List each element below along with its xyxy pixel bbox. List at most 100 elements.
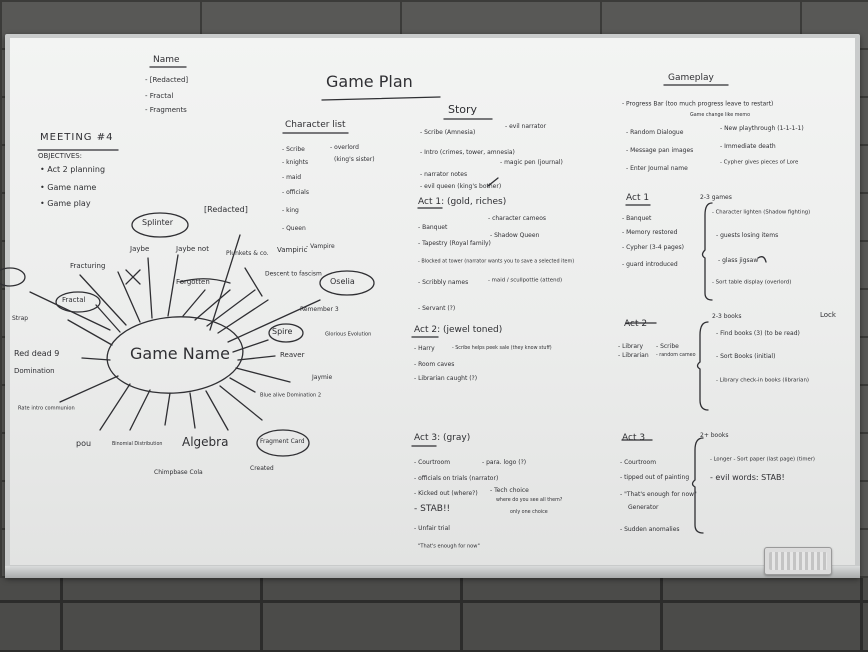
mindmap-node: Reaver [280, 351, 305, 359]
gameplay-act2-item: - Scribe [656, 343, 679, 350]
mindmap-node: Splinter [142, 218, 174, 227]
mindmap-node: Blue alive Domination 2 [260, 392, 322, 399]
mindmap-node: pou [76, 439, 92, 448]
objective-item: • Game play [40, 199, 91, 208]
mindmap-node: Binomial Distribution [112, 441, 163, 447]
objective-item: • Act 2 planning [40, 165, 106, 174]
story-act3-item: where do you see all them? [496, 497, 563, 503]
character-item: - Vampire [306, 243, 335, 250]
mindmap-node: Jaybe [130, 245, 150, 253]
meeting-heading: MEETING #4 [40, 132, 114, 143]
gameplay-act2-item: - Library [618, 343, 644, 350]
gameplay-act3-item: Generator [628, 504, 659, 511]
marker-tray [5, 566, 860, 578]
mindmap-node: Algebra [182, 435, 229, 449]
character-item: - knights [282, 159, 309, 166]
gameplay-act2-game: - Sort Books (initial) [716, 353, 776, 360]
story-act3-item: - STAB!! [414, 504, 451, 514]
gameplay-act3-game: - Longer - Sort paper (last page) (timer… [710, 456, 815, 463]
story-heading: Story [448, 103, 478, 116]
character-item: - maid [282, 174, 302, 181]
mindmap-node: [Redacted] [204, 205, 248, 214]
character-item: - officials [282, 189, 309, 196]
story-act3-item: - Courtroom [414, 459, 451, 466]
gameplay-act1-item: - Banquet [622, 215, 652, 222]
objectives-label: OBJECTIVES: [38, 152, 83, 160]
story-act2-item: - Room caves [414, 361, 455, 368]
gameplay-act2-game: - Find books (3) (to be read) [716, 330, 800, 337]
character-item: - Scribe [282, 146, 305, 153]
mindmap-node: Fragment Card [260, 438, 305, 445]
gameplay-act1-item: - Cypher (3-4 pages) [622, 244, 684, 251]
name-heading: Name [153, 55, 180, 65]
gameplay-heading: Gameplay [668, 73, 714, 83]
gameplay-item: - Cypher gives pieces of Lore [720, 159, 799, 166]
gameplay-item: Game change like memo [690, 112, 751, 118]
mindmap-node: Rate intro communion [18, 405, 75, 412]
story-act1-item: - Scribbly names [418, 279, 469, 286]
gameplay-act1-game: - Character lighten (Shadow fighting) [712, 209, 811, 216]
story-act1-item: - Shadow Queen [490, 232, 540, 239]
gameplay-act2-item: - random cameo [656, 352, 696, 358]
story-item: - narrator notes [420, 171, 468, 178]
story-act1-item: - character cameos [488, 215, 547, 222]
mindmap-center: Game Name [130, 344, 230, 363]
character-item: (king's sister) [334, 156, 375, 163]
story-item: - Intro (crimes, tower, amnesia) [420, 149, 515, 156]
story-act3-item: - Tech choice [490, 487, 529, 494]
gameplay-item: - Random Dialogue [626, 129, 684, 136]
story-act2-item: - Scribe helps peek sale (they know stuf… [452, 345, 552, 351]
story-act3-item: "That's enough for now" [418, 543, 480, 550]
story-act3-item: - para. logo (?) [482, 459, 527, 466]
mindmap-node: Jaymie [312, 374, 333, 381]
gameplay-act2-heading: Act 2 [624, 319, 648, 329]
gameplay-act3-heading: Act 3 [622, 433, 646, 443]
whiteboard-eraser [764, 547, 832, 575]
mindmap-node: Oselia [330, 277, 355, 286]
gameplay-act1-item: - guard introduced [622, 261, 678, 268]
name-item: - Fragments [145, 106, 187, 114]
story-act3-item: - officials on trials (narrator) [414, 475, 499, 482]
story-act1-item: - Blocked at tower (narrator wants you t… [418, 258, 575, 264]
gameplay-act1-item: - Memory restored [622, 229, 678, 236]
gameplay-act2-note: Lock [820, 311, 836, 319]
mindmap-node: Strap [12, 315, 29, 322]
story-item: - evil narrator [505, 123, 547, 130]
gameplay-item: - New playthrough (1-1-1-1) [720, 125, 804, 132]
story-act3-item: only one choice [510, 509, 548, 515]
mindmap-node: Forgotten [176, 278, 210, 286]
story-act1-item: - maid / scullpottie (attend) [488, 277, 563, 284]
gameplay-act3-game: - evil words: STAB! [710, 473, 785, 482]
characters-heading: Character list [285, 120, 346, 130]
gameplay-act3-item: - Courtroom [620, 459, 657, 466]
mindmap-node: Glorious Evolution [325, 331, 372, 338]
gameplay-act3-item: - Sudden anomalies [620, 526, 680, 533]
character-item: - king [282, 207, 299, 214]
lower-wall [0, 578, 868, 652]
gameplay-act2-item: - Librarian [618, 352, 649, 359]
gameplay-act2-game: - Library check-in books (librarian) [716, 377, 809, 384]
story-act1-item: - Servant (?) [418, 305, 456, 312]
name-item: - [Redacted] [145, 76, 189, 84]
mindmap-node: Plunkets & co. [226, 250, 269, 257]
mindmap-node: Created [250, 465, 274, 472]
character-item: - overlord [330, 144, 359, 151]
mindmap-node: Jaybe not [176, 245, 209, 253]
story-act3-heading: Act 3: (gray) [414, 433, 471, 443]
objective-item: • Game name [40, 183, 97, 192]
gameplay-item: - Message pan images [626, 147, 694, 154]
gameplay-item: - Immediate death [720, 143, 776, 150]
gameplay-act1-games-label: 2-3 games [700, 194, 732, 201]
eraser-felt [769, 552, 827, 570]
story-act1-item: - Banquet [418, 224, 448, 231]
story-act2-item: - Librarian caught (?) [414, 375, 478, 382]
mindmap-node: Descent to fascism [265, 270, 322, 277]
story-act1-item: - Tapestry (Royal family) [418, 240, 491, 247]
story-act3-item: - Kicked out (where?) [414, 490, 478, 497]
name-item: - Fractal [145, 92, 174, 100]
story-item: - evil queen (king's bother) [420, 183, 502, 190]
gameplay-act1-game: - Sort table display (overlord) [712, 279, 792, 286]
mindmap-node: Remember 3 [300, 306, 339, 313]
gameplay-item: - Progress Bar (too much progress leave … [622, 100, 774, 107]
mindmap-node: Vampiric [277, 246, 308, 254]
